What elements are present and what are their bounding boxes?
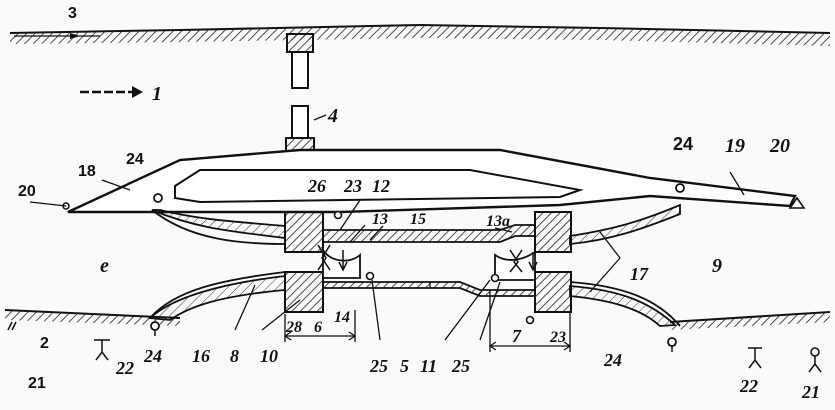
label-22-right: 22: [739, 376, 758, 396]
label-22-left: 22: [115, 358, 134, 378]
label-25-right: 25: [451, 356, 470, 376]
label-10: 10: [260, 346, 278, 366]
label-21-left: 21: [28, 375, 46, 392]
label-1: 1: [152, 83, 162, 105]
label-6: 6: [314, 319, 322, 336]
label-20-right: 20: [769, 135, 790, 157]
upper-frame: [67, 148, 797, 214]
label-23-top: 23: [343, 176, 362, 196]
ground-symbols: [7, 321, 822, 373]
upper-wall: [9, 23, 831, 46]
leader-lines: [29, 114, 745, 341]
label-4: 4: [327, 105, 338, 127]
wall-arrow: [14, 33, 100, 39]
label-24-left-bottom: 24: [143, 346, 162, 366]
flow-arrow: [80, 86, 143, 98]
label-18: 18: [78, 163, 96, 180]
label-13a: 13a: [486, 213, 510, 230]
label-11: 11: [420, 356, 437, 376]
label-14: 14: [334, 309, 350, 326]
label-28: 28: [285, 319, 302, 336]
lower-wall: [4, 309, 831, 330]
label-9: 9: [712, 255, 722, 277]
labels: 3 1 4 18 24 20 24 19 20 26 23 12 13 15 1…: [18, 5, 820, 402]
dimension-lines: [283, 290, 572, 352]
label-25-left: 25: [369, 356, 388, 376]
label-2: 2: [40, 335, 49, 352]
hanger-rod: [285, 33, 315, 157]
label-13: 13: [372, 211, 388, 228]
label-26: 26: [307, 176, 326, 196]
label-23-right: 23: [549, 329, 566, 346]
label-5: 5: [400, 356, 409, 376]
label-19: 19: [725, 135, 745, 157]
valve-symbols: [317, 244, 538, 273]
label-e: e: [100, 255, 109, 277]
label-12: 12: [372, 176, 390, 196]
label-3: 3: [68, 5, 77, 22]
label-8: 8: [230, 346, 239, 366]
label-15: 15: [410, 211, 426, 228]
label-17: 17: [630, 264, 649, 284]
label-24-left-top: 24: [126, 151, 144, 168]
markers: [62, 183, 806, 352]
label-24-right-top: 24: [673, 134, 693, 154]
upper-flaps: [151, 203, 681, 245]
label-7: 7: [512, 326, 522, 346]
label-24-right-bottom: 24: [603, 350, 622, 370]
label-21-right: 21: [801, 382, 820, 402]
central-body: [284, 211, 572, 313]
label-20-left: 20: [18, 183, 36, 200]
lower-flaps: [147, 271, 681, 327]
label-16: 16: [192, 346, 210, 366]
